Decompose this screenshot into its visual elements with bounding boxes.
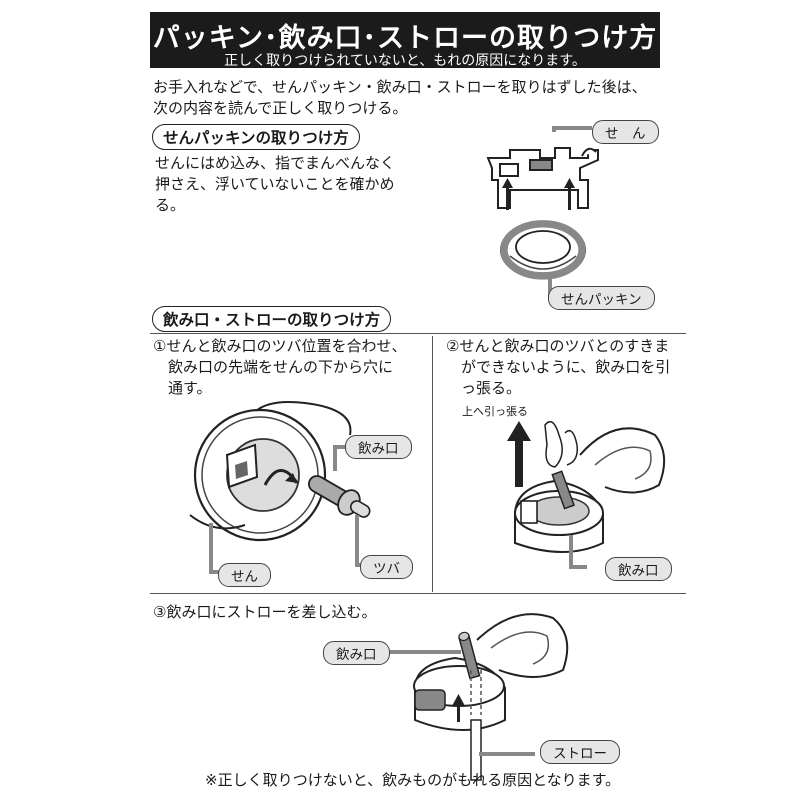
packing-text-1: せんにはめ込み、指でまんべんなく	[155, 154, 396, 172]
step1-callout-nomikuchi: 飲み口	[345, 435, 412, 459]
title-banner: パッキン･飲み口･ストローの取りつけ方 正しく取りつけられていないと、もれの原因…	[150, 12, 660, 69]
step3-callout-nomikuchi: 飲み口	[323, 641, 390, 665]
packing-text-2: 押さえ、浮いていないことを確かめ	[155, 175, 395, 193]
pull-up-label: 上へ引っ張る	[462, 405, 528, 418]
step3-illustration	[385, 613, 569, 781]
callout-sen: せ ん	[592, 120, 659, 144]
step1-text-2: 飲み口の先端をせんの下から穴に	[168, 358, 394, 376]
step1-text-1: ①せんと飲み口のツバ位置を合わせ、	[153, 337, 407, 355]
step2-text-1: ②せんと飲み口のツバとのすきま	[446, 337, 670, 355]
step2-callout-nomikuchi: 飲み口	[605, 557, 672, 581]
step2-text-2: ができないように、飲み口を引	[461, 358, 671, 376]
step1-callout-sen: せん	[218, 563, 271, 587]
packing-text-3: る。	[155, 196, 186, 214]
page-title: パッキン･飲み口･ストローの取りつけ方	[152, 23, 658, 54]
step1-callout-tsuba: ツバ	[360, 555, 413, 579]
step-divider	[150, 593, 686, 595]
intro-line-1: お手入れなどで、せんパッキン・飲み口・ストローを取りはずした後は、	[153, 78, 647, 96]
column-divider	[432, 336, 434, 592]
step2-illustration	[507, 420, 666, 569]
plug-packing-illustration	[486, 126, 599, 297]
step3-text: ③飲み口にストローを差し込む。	[153, 603, 377, 621]
footer-note: ※正しく取りつけないと、飲みものがもれる原因となります。	[205, 771, 621, 789]
step2-text-3: っ張る。	[461, 379, 522, 397]
packing-section-heading: せんパッキンの取りつけ方	[152, 124, 360, 150]
callout-sen-packing: せんパッキン	[548, 286, 655, 310]
section-divider	[150, 333, 686, 335]
intro-line-2: 次の内容を読んで正しく取りつける。	[153, 99, 408, 117]
step3-callout-straw: ストロー	[540, 740, 620, 764]
page-subtitle: 正しく取りつけられていないと、もれの原因になります。	[224, 53, 586, 69]
step1-text-3: 通す。	[168, 379, 212, 397]
step1-illustration	[189, 401, 371, 574]
mouth-section-heading: 飲み口・ストローの取りつけ方	[152, 306, 392, 332]
